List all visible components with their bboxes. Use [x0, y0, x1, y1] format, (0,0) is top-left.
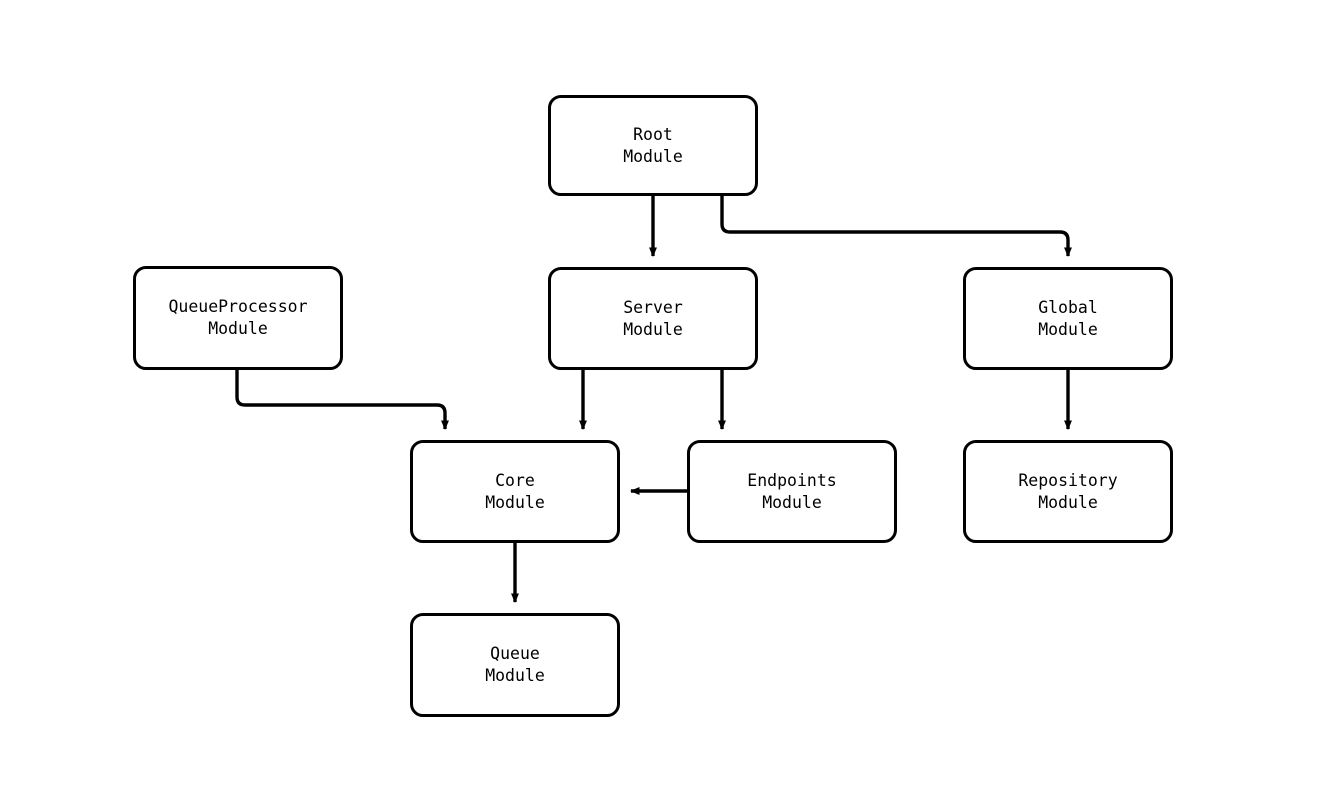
node-queueprocessor-module-label-line2: Module: [208, 319, 268, 338]
node-repository-module[interactable]: Repository Module: [963, 440, 1173, 543]
node-endpoints-module[interactable]: Endpoints Module: [687, 440, 897, 543]
edge-root-to-global: [720, 196, 1072, 257]
node-root-module[interactable]: Root Module: [548, 95, 758, 196]
node-server-module-label-line1: Server: [623, 297, 683, 317]
node-queue-module-label-line2: Module: [485, 666, 545, 685]
node-server-module[interactable]: Server Module: [548, 267, 758, 370]
node-core-module-label-line1: Core: [495, 470, 535, 490]
node-core-module[interactable]: Core Module: [410, 440, 620, 543]
node-root-module-label-line1: Root: [633, 124, 673, 144]
node-core-module-label-line2: Module: [485, 492, 545, 512]
node-queueprocessor-module-label-line1: QueueProcessor: [168, 297, 308, 316]
node-global-module-label-line1: Global: [1038, 297, 1098, 317]
node-repository-module-label-line1: Repository: [1018, 470, 1118, 490]
node-repository-module-label-line2: Module: [1038, 492, 1098, 512]
node-root-module-label-line2: Module: [623, 146, 683, 166]
node-global-module-label-line2: Module: [1038, 319, 1098, 339]
node-endpoints-module-label-line2: Module: [762, 492, 822, 512]
node-queueprocessor-module[interactable]: QueueProcessor Module: [133, 266, 343, 370]
node-global-module[interactable]: Global Module: [963, 267, 1173, 370]
node-server-module-label-line2: Module: [623, 319, 683, 339]
node-queue-module[interactable]: Queue Module: [410, 613, 620, 717]
node-endpoints-module-label-line1: Endpoints: [747, 470, 837, 490]
edge-queueprocessor-to-core: [235, 370, 449, 430]
node-queue-module-label-line1: Queue: [490, 644, 540, 663]
